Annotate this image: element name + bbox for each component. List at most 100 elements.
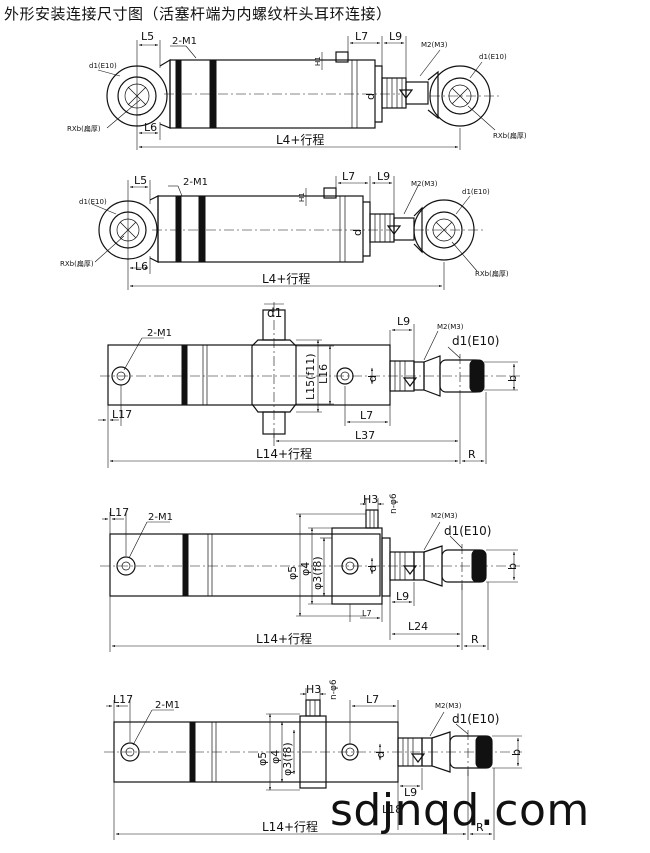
- view-1: L5 2-M1 L7 L9 M2(M3) d1(E10) d1(E10) H1 …: [67, 30, 527, 150]
- label-h3: H3: [363, 493, 378, 506]
- label-l17: L17: [112, 408, 132, 421]
- label-d: d: [366, 565, 379, 572]
- label-l6: L6: [135, 260, 148, 273]
- view-2: L5 2-M1 L7 L9 M2(M3) d1(E10) d1(E10) H1 …: [60, 170, 509, 290]
- label-b: b: [506, 375, 519, 382]
- mounting-flange: [299, 699, 327, 789]
- rod-eye-neck: [423, 355, 441, 397]
- label-d: d: [366, 375, 379, 382]
- watermark: sdjnqd.com: [330, 785, 590, 836]
- label-rxb-left: RXb(扁厚): [67, 124, 101, 133]
- label-d3: φ3(f8): [311, 556, 324, 590]
- label-d1-top: d1: [267, 306, 282, 320]
- view-4: L17 2-M1 H3 n-φ6 M2(M3) d1(E10) φ5 φ4 φ3…: [100, 493, 520, 652]
- label-l9: L9: [377, 170, 390, 183]
- label-rxb-right: RXb(扁厚): [493, 131, 527, 140]
- barrel-band: [182, 533, 189, 597]
- label-r: R: [471, 633, 479, 646]
- label-m1: 2-M1: [172, 36, 197, 47]
- mounting-flange: [331, 509, 391, 605]
- label-m1: 2-M1: [148, 512, 173, 523]
- label-total-length: L14+行程: [256, 446, 312, 461]
- trunnion: [251, 302, 297, 440]
- label-total-length: L4+行程: [262, 271, 310, 286]
- oil-port: [323, 187, 337, 199]
- label-n6: n-φ6: [389, 493, 399, 514]
- label-l17: L17: [109, 506, 129, 519]
- label-l16: L16: [317, 364, 330, 384]
- label-m1: 2-M1: [183, 177, 208, 188]
- label-m1: 2-M1: [147, 328, 172, 339]
- label-h3: H3: [306, 683, 321, 696]
- label-d4: φ4: [299, 562, 312, 576]
- label-l5: L5: [134, 174, 147, 187]
- rod-eye-neck: [431, 731, 451, 773]
- label-m2: M2(M3): [431, 512, 458, 520]
- label-b: b: [506, 563, 519, 570]
- label-m2: M2(M3): [437, 323, 464, 331]
- rod-gland: [369, 213, 395, 243]
- label-total-length: L14+行程: [262, 819, 318, 834]
- label-m2: M2(M3): [421, 41, 448, 49]
- label-rxb-left: RXb(扁厚): [60, 259, 94, 268]
- label-l6: L6: [144, 121, 157, 134]
- label-d1-e10: d1(E10): [444, 524, 491, 538]
- label-d3: φ3(f8): [281, 742, 294, 776]
- barrel-band: [198, 195, 206, 263]
- label-d1-right: d1(E10): [479, 53, 507, 61]
- rod-eye-neck: [423, 545, 443, 587]
- cylinder-barrel: [157, 195, 364, 263]
- label-r: R: [476, 821, 484, 834]
- barrel-band: [181, 344, 188, 406]
- label-n6: n-φ6: [329, 679, 339, 700]
- label-d1-e10: d1(E10): [452, 712, 499, 726]
- label-d4: φ4: [269, 750, 282, 764]
- left-rod-eye: [106, 58, 171, 129]
- label-d5: φ5: [256, 752, 269, 766]
- barrel-band: [175, 195, 182, 263]
- label-l7: L7: [360, 409, 373, 422]
- label-l7: L7: [355, 30, 368, 43]
- label-d1-left: d1(E10): [79, 198, 107, 206]
- label-d: d: [351, 229, 364, 236]
- label-r: R: [468, 448, 476, 461]
- cylinder-barrel: [107, 344, 391, 406]
- label-l5: L5: [141, 30, 154, 43]
- label-total-length: L14+行程: [256, 631, 312, 646]
- label-total-length: L4+行程: [276, 132, 324, 147]
- label-b: b: [510, 749, 523, 756]
- label-l24: L24: [408, 620, 428, 633]
- label-l18: L18: [382, 803, 402, 816]
- label-d: d: [374, 751, 387, 758]
- label-d5: φ5: [286, 566, 299, 580]
- label-m2: M2(M3): [435, 702, 462, 710]
- label-m2: M2(M3): [411, 180, 438, 188]
- label-h1: H1: [314, 56, 322, 66]
- label-l9: L9: [404, 786, 417, 799]
- label-l7: L7: [362, 609, 372, 618]
- label-l9: L9: [397, 315, 410, 328]
- label-l7: L7: [366, 693, 379, 706]
- label-rxb-right: RXb(扁厚): [475, 269, 509, 278]
- label-d1-right: d1(E10): [462, 188, 490, 196]
- oil-port: [335, 51, 349, 63]
- label-l9: L9: [389, 30, 402, 43]
- left-rod-eye: [98, 195, 159, 263]
- label-l7: L7: [342, 170, 355, 183]
- mount-hole: [116, 556, 136, 576]
- label-l9: L9: [396, 590, 409, 603]
- label-l17: L17: [113, 693, 133, 706]
- view-3: d1 2-M1 L9 M2(M3) d1(E10) L15(f11) L16 d…: [98, 302, 520, 468]
- label-h1: H1: [298, 192, 306, 202]
- page-title: 外形安装连接尺寸图（活塞杆端为内螺纹杆头耳环连接）: [4, 5, 392, 23]
- label-l37: L37: [355, 429, 375, 442]
- mount-hole: [120, 742, 140, 762]
- label-d: d: [364, 93, 377, 100]
- label-l15: L15(f11): [304, 353, 317, 400]
- label-d1-left: d1(E10): [89, 62, 117, 70]
- label-m1: 2-M1: [155, 700, 180, 711]
- label-d1-e10: d1(E10): [452, 334, 499, 348]
- cylinder-barrel: [109, 533, 381, 597]
- view-5: L17 2-M1 H3 n-φ6 L7 M2(M3) d1(E10) φ5 φ4…: [104, 679, 523, 840]
